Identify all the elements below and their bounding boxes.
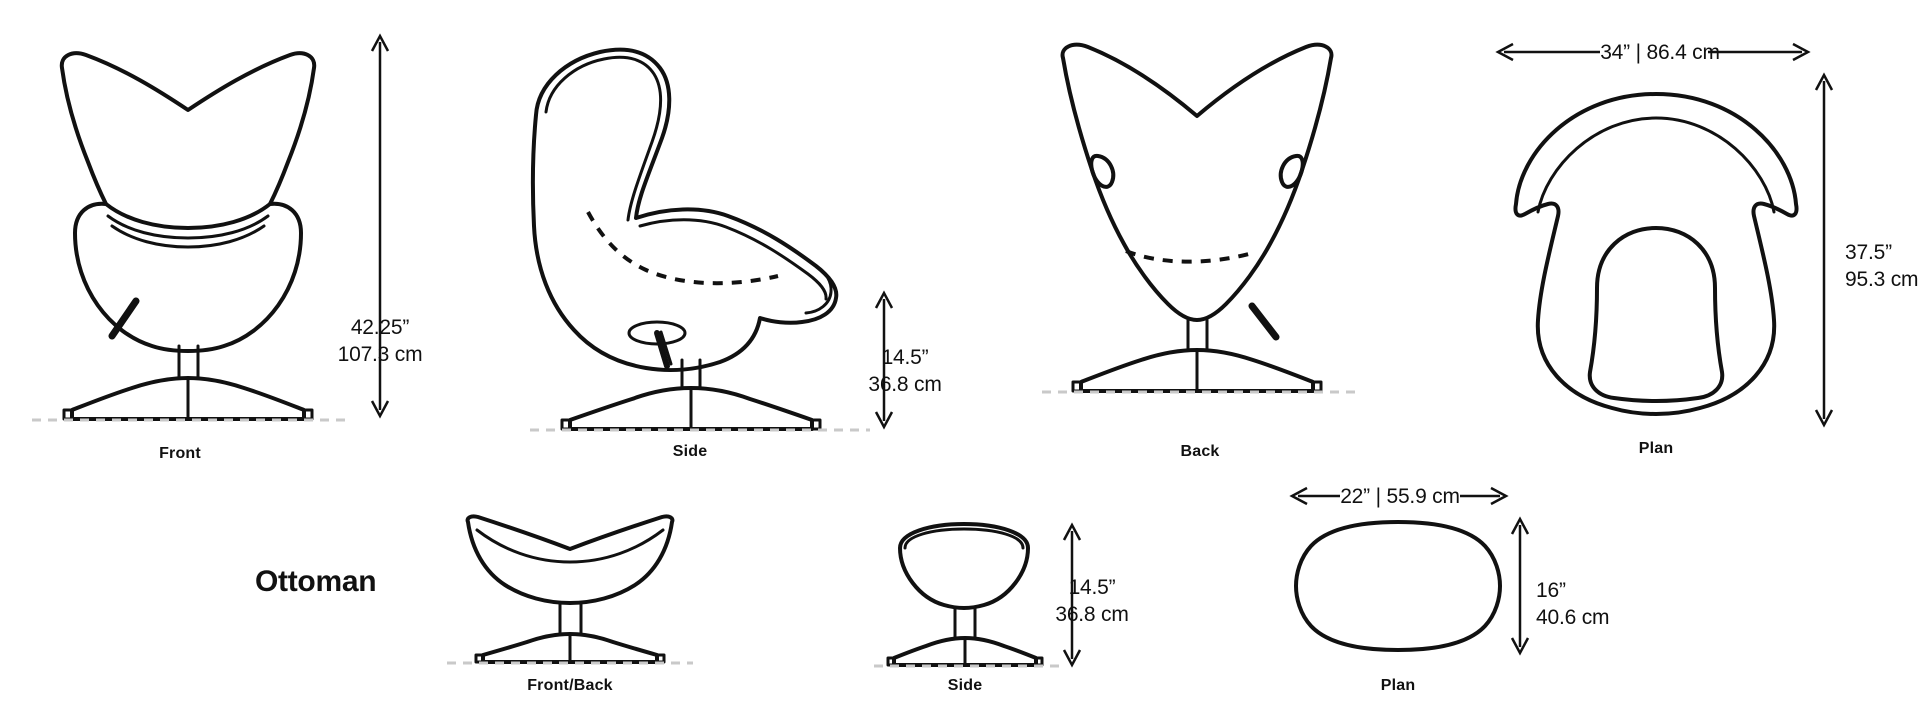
ottoman-plan-depth-dimension	[1508, 516, 1532, 656]
ottoman-plan-width-arrow	[1289, 486, 1509, 506]
chair-plan-view	[1490, 72, 1820, 432]
chair-side-drawing	[530, 47, 870, 432]
chair-plan-width-dimension	[1494, 40, 1812, 64]
ottoman-plan-label: Plan	[1380, 677, 1416, 694]
chair-front-view	[20, 20, 360, 430]
seat-height-arrow	[874, 290, 894, 430]
chair-plan-label: Plan	[1638, 440, 1674, 457]
chair-seat-height-dimension	[872, 290, 896, 430]
ottoman-front-back-drawing	[447, 514, 693, 665]
ottoman-height-dimension	[1060, 522, 1084, 668]
chair-seat-height-text: 14.5” 36.8 cm	[835, 345, 975, 399]
chair-plan-width-text: 34” | 86.4 cm	[1600, 41, 1720, 64]
chair-overall-height-text: 42.25” 107.3 cm	[300, 315, 460, 369]
ottoman-side-drawing	[874, 522, 1060, 668]
ottoman-side-view	[874, 520, 1060, 668]
ottoman-plan-width-dimension	[1288, 484, 1510, 508]
ottoman-side-label: Side	[947, 677, 983, 694]
chair-plan-depth-dimension	[1812, 72, 1836, 428]
chair-back-label: Back	[1180, 443, 1220, 460]
chair-plan-depth-metric: 95.3 cm	[1845, 267, 1919, 291]
chair-back-drawing	[1042, 42, 1360, 394]
ottoman-height-inches: 14.5”	[1068, 576, 1116, 599]
ottoman-plan-drawing	[1294, 520, 1502, 652]
chair-front-drawing	[32, 51, 350, 422]
ottoman-height-text: 14.5” 36.8 cm	[1022, 575, 1162, 629]
ottoman-section-title: Ottoman	[255, 565, 377, 598]
ottoman-front-back-label: Front/Back	[527, 677, 613, 694]
ottoman-height-arrow	[1062, 522, 1082, 668]
overall-height-arrow	[370, 33, 390, 419]
chair-back-view	[1030, 20, 1370, 430]
chair-side-label: Side	[672, 443, 708, 460]
chair-plan-depth-text: 37.5” 95.3 cm	[1845, 240, 1920, 294]
chair-overall-height-dimension	[368, 32, 392, 420]
chair-overall-height-metric: 107.3 cm	[337, 342, 423, 366]
chair-seat-height-inches: 14.5”	[881, 346, 929, 369]
ottoman-plan-width-text: 22” | 55.9 cm	[1340, 485, 1460, 508]
plan-width-arrow	[1495, 42, 1811, 62]
ottoman-plan-view	[1288, 516, 1508, 656]
chair-side-view	[520, 20, 880, 432]
plan-depth-arrow	[1814, 72, 1834, 428]
ottoman-plan-depth-inches: 16”	[1536, 579, 1566, 602]
chair-plan-depth-inches: 37.5”	[1845, 241, 1892, 264]
chair-side-seam-dashed	[586, 211, 779, 286]
ottoman-plan-depth-arrow	[1510, 516, 1530, 656]
ottoman-height-metric: 36.8 cm	[1055, 602, 1129, 626]
ottoman-plan-depth-metric: 40.6 cm	[1536, 605, 1610, 629]
chair-overall-height-inches: 42.25”	[350, 316, 410, 339]
chair-back-seam-dashed	[1125, 249, 1257, 264]
ottoman-plan-depth-text: 16” 40.6 cm	[1536, 578, 1666, 632]
chair-plan-drawing	[1513, 92, 1799, 416]
ottoman-front-back-view	[447, 512, 693, 665]
chair-seat-height-metric: 36.8 cm	[868, 372, 942, 396]
chair-front-label: Front	[159, 445, 201, 462]
